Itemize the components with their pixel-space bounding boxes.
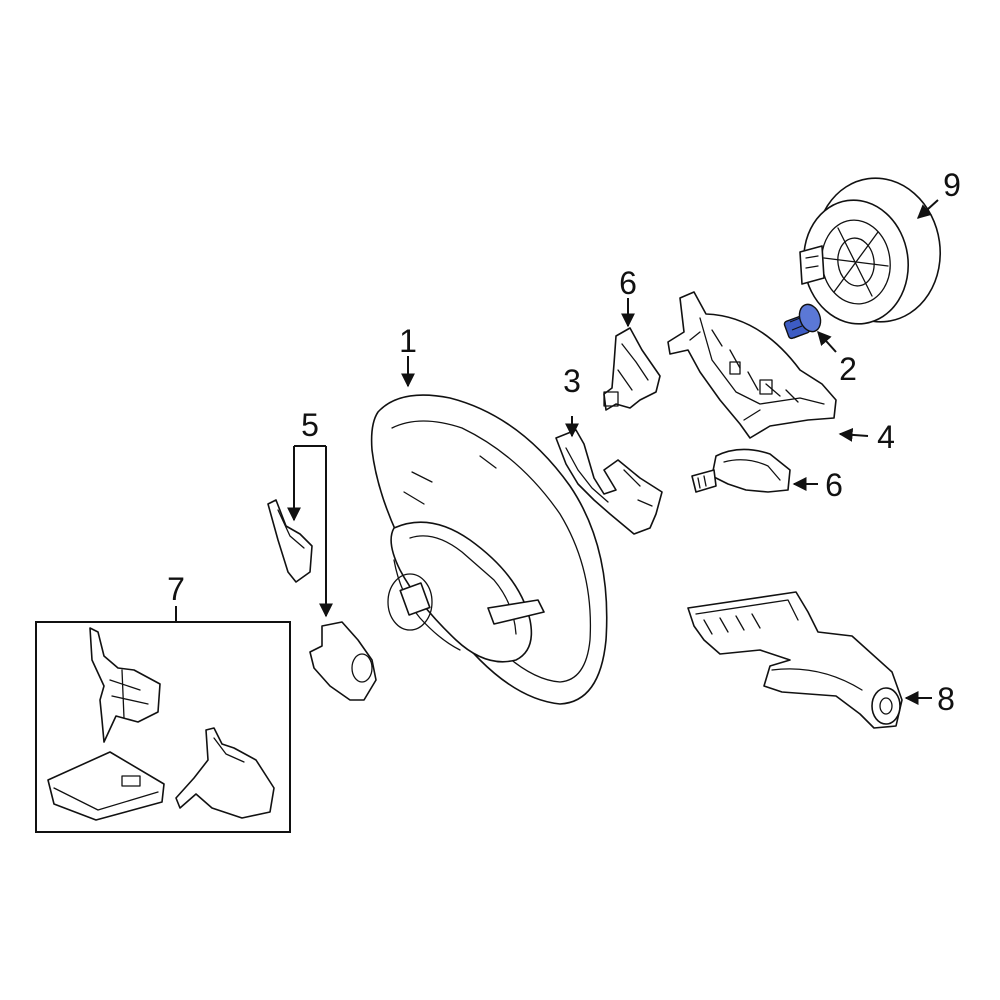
- callout-1: 1: [399, 323, 417, 359]
- callout-7: 7: [167, 571, 185, 607]
- part-7-assembly-top[interactable]: [89, 627, 161, 743]
- part-8-column-cover[interactable]: [687, 591, 903, 729]
- leader-9: [916, 199, 939, 219]
- callout-8: 8: [937, 681, 955, 717]
- callout-4: 4: [877, 419, 895, 455]
- callout-6-lower: 6: [825, 467, 843, 503]
- part-2-screw[interactable]: [783, 301, 825, 340]
- callout-2: 2: [839, 351, 857, 387]
- part-1-steering-wheel[interactable]: [370, 394, 608, 705]
- part-5-paddle-left[interactable]: [267, 499, 313, 583]
- part-5-paddle-right[interactable]: [309, 621, 377, 701]
- leader-5-bracket: [293, 445, 327, 616]
- part-6-switch-lower[interactable]: [691, 448, 791, 493]
- leader-4: [838, 427, 869, 442]
- callout-3: 3: [563, 363, 581, 399]
- callout-labels: 1 2 3 4 5 6 6 7 8 9: [167, 167, 961, 717]
- callout-9: 9: [943, 167, 961, 203]
- part-3-bracket[interactable]: [555, 429, 663, 535]
- part-4-rear-cover[interactable]: [667, 291, 837, 439]
- leader-lines: [175, 199, 939, 705]
- part-6-switch-upper[interactable]: [603, 327, 661, 411]
- part-7-assembly-housing[interactable]: [47, 751, 165, 821]
- part-7-group-frame: [35, 621, 291, 833]
- part-9-clock-spring[interactable]: [796, 170, 950, 331]
- callout-6-upper: 6: [619, 265, 637, 301]
- part-7-assembly-paddle[interactable]: [175, 727, 275, 819]
- leader-2: [817, 330, 837, 353]
- callout-5: 5: [301, 407, 319, 443]
